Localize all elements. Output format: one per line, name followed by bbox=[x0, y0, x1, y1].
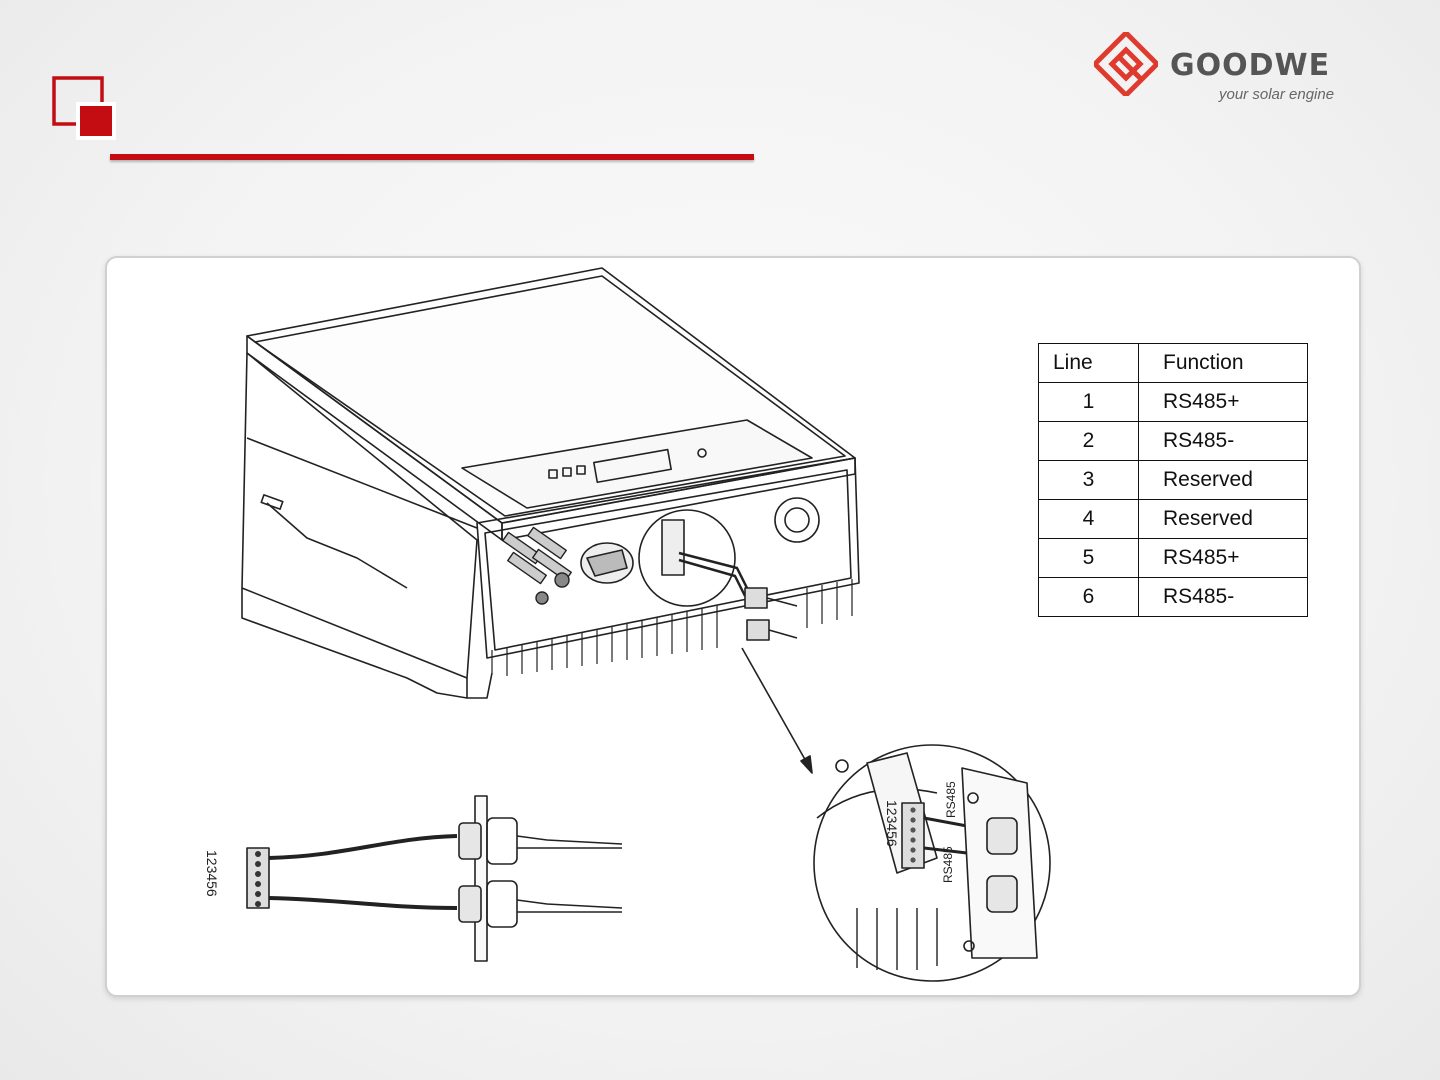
line-number: 1 bbox=[1039, 383, 1139, 422]
content-panel: RS485 RS485 123456 bbox=[105, 256, 1361, 997]
line-function: RS485+ bbox=[1139, 383, 1308, 422]
header-function: Function bbox=[1139, 344, 1308, 383]
line-function: Reserved bbox=[1139, 461, 1308, 500]
slide-corner-icon bbox=[52, 76, 116, 140]
line-number: 4 bbox=[1039, 500, 1139, 539]
line-function: Reserved bbox=[1139, 500, 1308, 539]
goodwe-mark-icon bbox=[1094, 32, 1158, 96]
rs485-pin-table: Line Function 1 RS485+ 2 RS485- 3 Reserv… bbox=[1038, 343, 1308, 617]
table-row: 5 RS485+ bbox=[1039, 539, 1308, 578]
line-number: 2 bbox=[1039, 422, 1139, 461]
line-number: 5 bbox=[1039, 539, 1139, 578]
table-row: 3 Reserved bbox=[1039, 461, 1308, 500]
zoom-port-label-bottom: RS485 bbox=[941, 846, 955, 883]
title-underline bbox=[110, 154, 754, 160]
line-number: 3 bbox=[1039, 461, 1139, 500]
brand-name: GOODWE bbox=[1170, 48, 1330, 83]
table-row: 6 RS485- bbox=[1039, 578, 1308, 617]
inverter-body bbox=[242, 268, 859, 698]
header-line: Line bbox=[1039, 344, 1139, 383]
table-row: 1 RS485+ bbox=[1039, 383, 1308, 422]
rs485-cable-assembly: 123456 bbox=[204, 796, 622, 961]
line-number: 6 bbox=[1039, 578, 1139, 617]
line-function: RS485- bbox=[1139, 422, 1308, 461]
zoom-port-label-top: RS485 bbox=[944, 781, 958, 818]
table-header-row: Line Function bbox=[1039, 344, 1308, 383]
zoom-leader-arrow bbox=[742, 648, 812, 773]
line-function: RS485- bbox=[1139, 578, 1308, 617]
zoom-pin-numbers: 123456 bbox=[884, 800, 900, 847]
brand-tagline: your solar engine bbox=[1219, 86, 1334, 103]
table-row: 4 Reserved bbox=[1039, 500, 1308, 539]
port-zoom-detail: RS485 RS485 123456 bbox=[814, 745, 1050, 981]
cable-pin-numbers: 123456 bbox=[204, 850, 220, 897]
table-row: 2 RS485- bbox=[1039, 422, 1308, 461]
brand-logo: GOODWE your solar engine bbox=[1094, 30, 1364, 110]
line-function: RS485+ bbox=[1139, 539, 1308, 578]
